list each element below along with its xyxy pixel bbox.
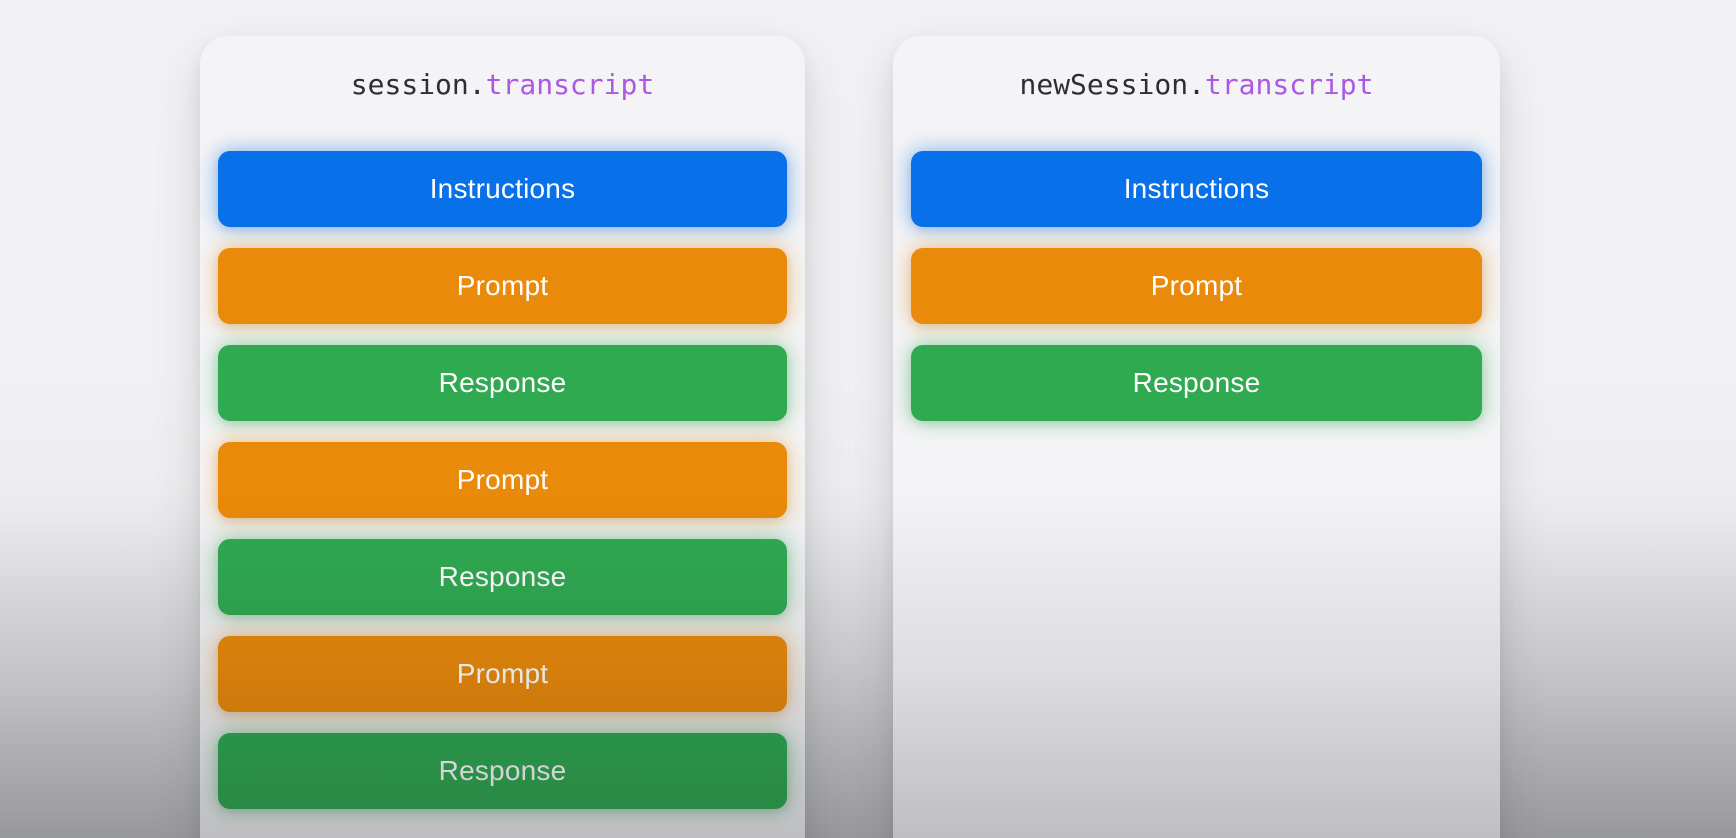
transcript-entry-label: Instructions xyxy=(1123,173,1270,204)
title-dot: . xyxy=(1188,68,1205,101)
title-property-name: transcript xyxy=(485,68,655,101)
panel-title-session-transcript: session.transcript xyxy=(200,36,805,102)
transcript-entry-label: Response xyxy=(438,561,567,592)
panel-title-newSession-transcript: newSession.transcript xyxy=(893,36,1500,102)
title-dot: . xyxy=(468,68,486,101)
transcript-entry-label: Prompt xyxy=(456,270,549,301)
transcript-entry-instructions: Instructions xyxy=(218,151,787,227)
title-object-name: session xyxy=(350,68,469,101)
transcript-entry-label: Response xyxy=(438,367,567,398)
title-property-name: transcript xyxy=(1204,68,1374,101)
transcript-entry-prompt: Prompt xyxy=(218,248,787,324)
transcript-entry-response: Response xyxy=(218,539,787,615)
transcript-entry-label: Response xyxy=(1132,367,1261,398)
transcript-entry-label: Prompt xyxy=(456,464,549,495)
transcript-entry-response: Response xyxy=(218,345,787,421)
transcript-entry-instructions: Instructions xyxy=(911,151,1482,227)
transcript-entry-prompt: Prompt xyxy=(218,636,787,712)
transcript-entry-label: Prompt xyxy=(1150,270,1243,301)
title-object-name: newSession xyxy=(1019,68,1189,101)
transcript-entry-response: Response xyxy=(911,345,1482,421)
transcript-entry-label: Instructions xyxy=(429,173,576,204)
transcript-entry-prompt: Prompt xyxy=(218,442,787,518)
transcript-entry-response: Response xyxy=(218,733,787,809)
transcript-entry-label: Response xyxy=(438,755,567,786)
transcript-entry-prompt: Prompt xyxy=(911,248,1482,324)
transcript-entry-label: Prompt xyxy=(456,658,549,689)
